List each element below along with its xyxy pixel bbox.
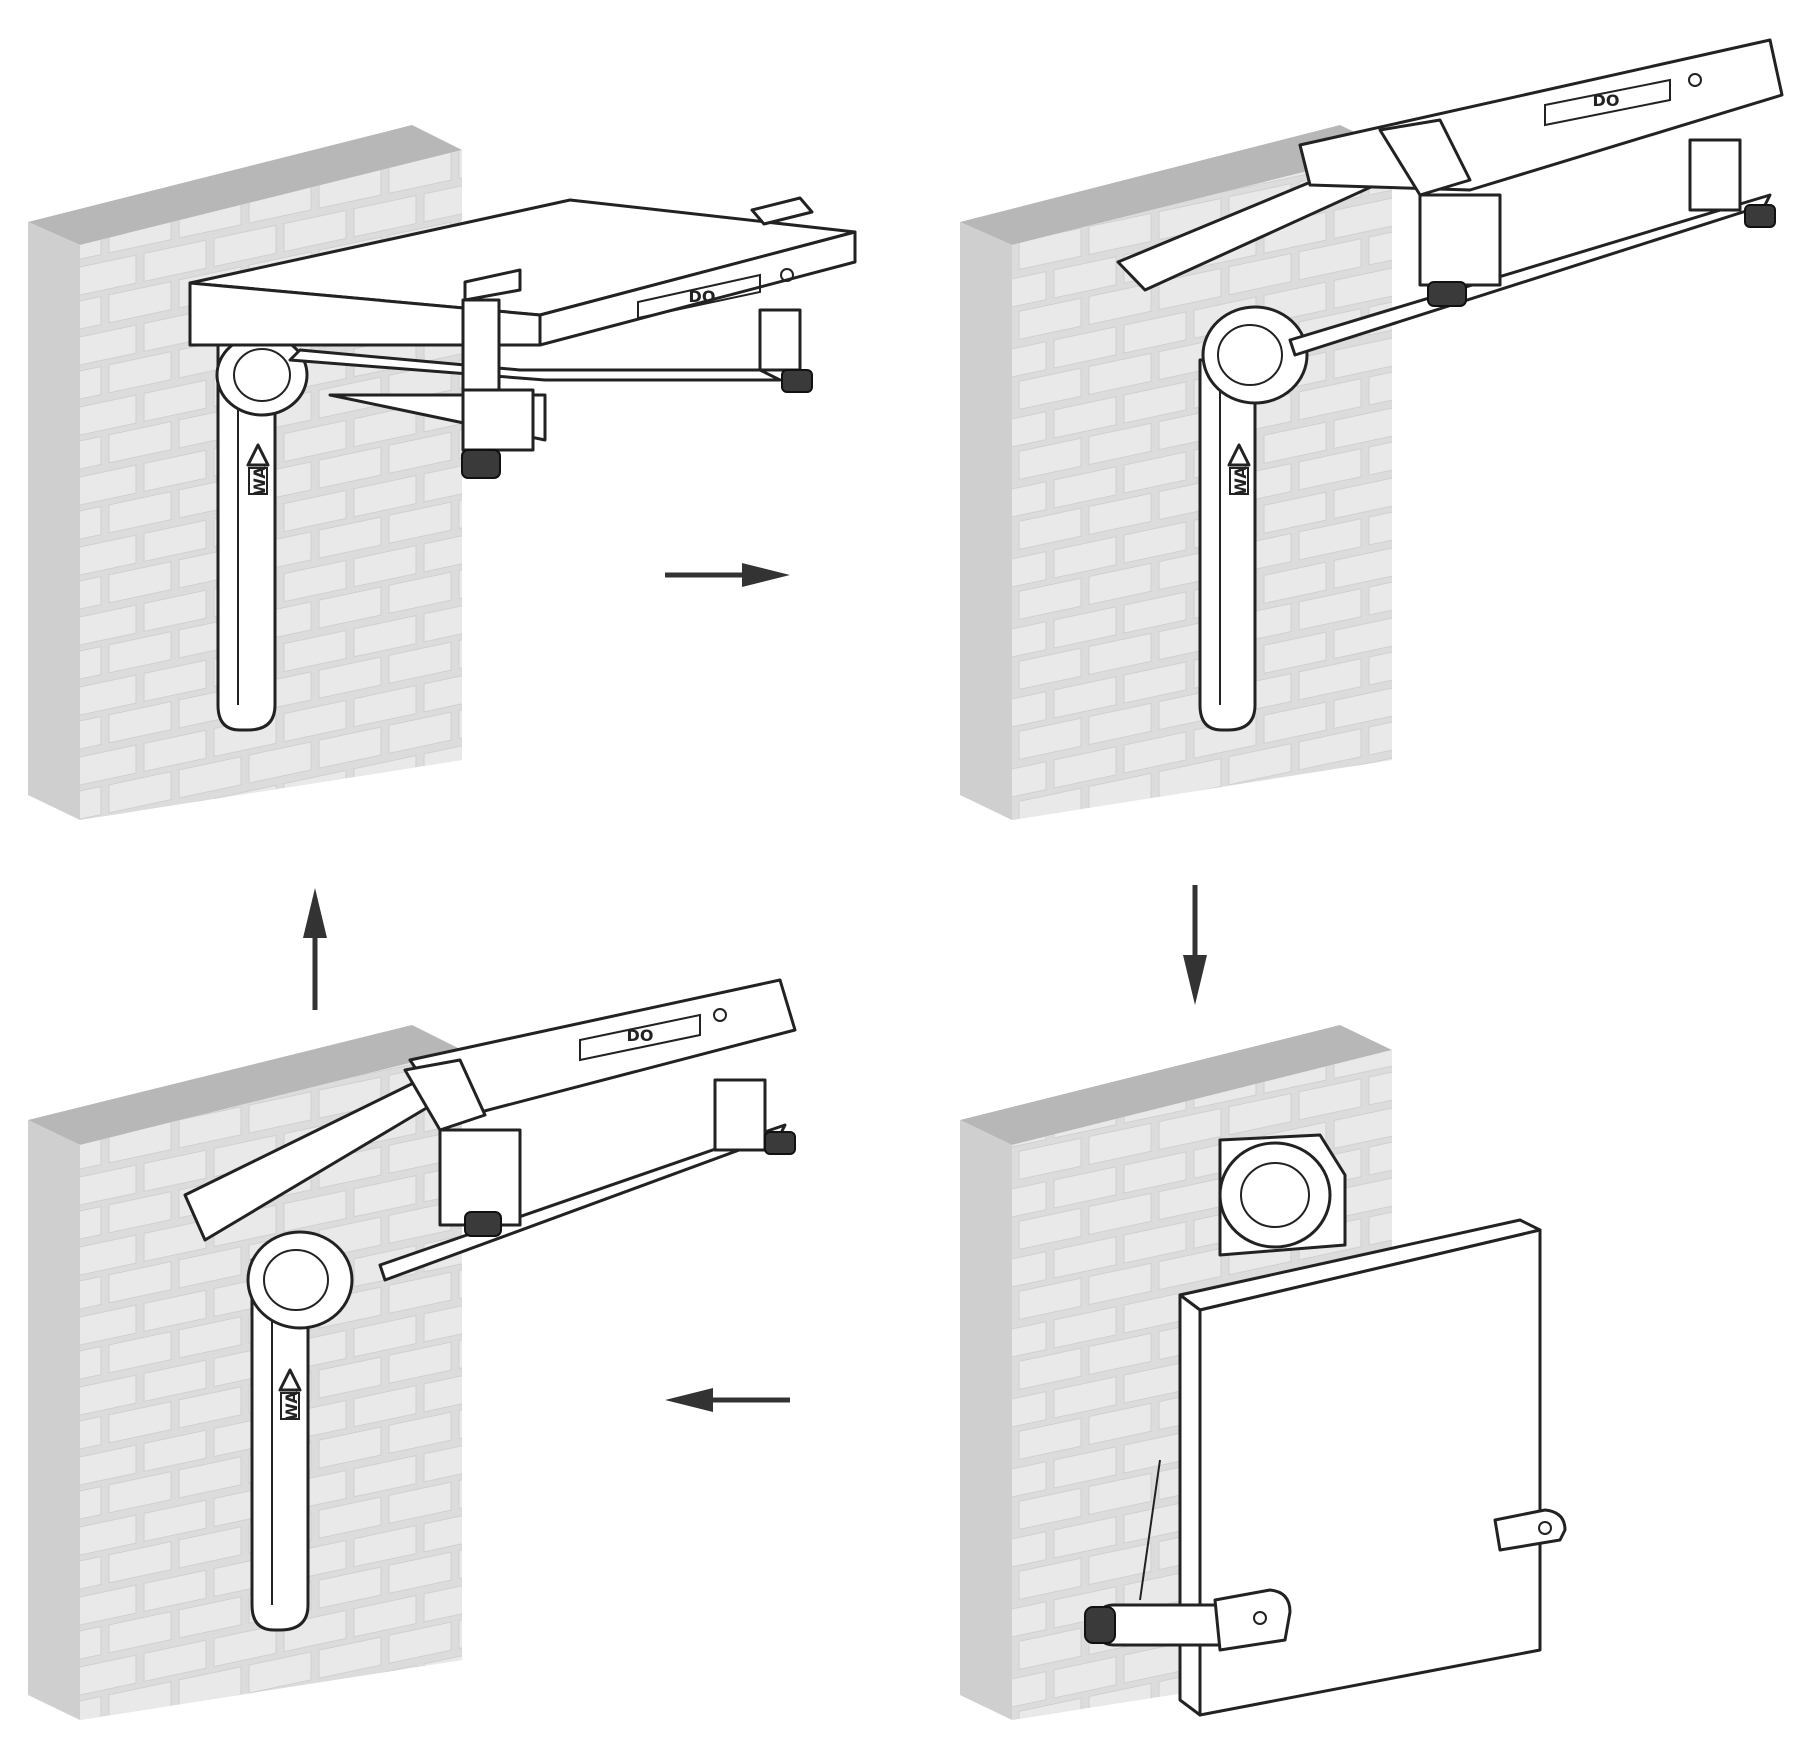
slot-label-plate: DO <box>579 1013 701 1062</box>
rear-clamp <box>750 196 814 393</box>
panel-2: WA DO <box>960 38 1784 820</box>
brick-wall <box>960 125 1392 820</box>
hinge-joint <box>1201 305 1309 405</box>
arrow-down <box>1183 885 1207 1005</box>
mounting-tab <box>1493 1508 1567 1552</box>
arrow-marking-icon: WA <box>246 443 270 496</box>
shelf-platform: DO <box>183 978 797 1282</box>
folded-shelf <box>1178 1218 1542 1717</box>
panel-3: WA DO <box>28 978 797 1720</box>
arrow-marking-icon: WA <box>1227 443 1251 496</box>
arrow-right <box>665 563 790 587</box>
brick-wall <box>28 1025 462 1720</box>
arrow-marking-icon: WA <box>278 1368 302 1421</box>
arrow-left <box>665 1388 790 1412</box>
leg-marking: WA <box>250 466 269 496</box>
shelf-platform: DO <box>188 198 857 347</box>
front-clamp <box>1378 118 1502 307</box>
leg-marking: WA <box>282 1391 301 1421</box>
front-clamp <box>461 268 535 479</box>
adjustment-knob-icon <box>1744 204 1776 228</box>
hinge-joint <box>215 333 309 417</box>
slot-label-plate: DO <box>1544 78 1671 127</box>
slot-label: DO <box>1593 91 1620 110</box>
slot-label: DO <box>627 1026 654 1045</box>
front-clamp <box>403 1058 522 1237</box>
adjustment-knob-icon <box>464 1211 502 1237</box>
rear-clamp <box>1688 138 1776 228</box>
adjustment-knob-icon <box>781 369 813 393</box>
panel-1: WA DO <box>28 125 857 820</box>
wall-leg: WA <box>216 343 277 732</box>
slot-label-plate: DO <box>637 273 761 320</box>
adjustment-knob-icon <box>1084 1606 1116 1644</box>
hinge-joint <box>246 1230 354 1330</box>
adjustment-knob-icon <box>1427 281 1467 307</box>
bottom-rod <box>1084 1588 1292 1652</box>
arrow-up <box>303 888 327 1010</box>
leg-marking: WA <box>1231 466 1250 496</box>
adjustment-knob-icon <box>764 1131 796 1155</box>
hinge-joint <box>1218 1133 1347 1257</box>
slot-label: DO <box>689 287 716 306</box>
wall-leg: WA <box>250 1258 310 1632</box>
rear-clamp <box>713 1078 796 1155</box>
wall-leg: WA <box>1198 358 1257 732</box>
adjustment-knob-icon <box>461 449 501 479</box>
panel-4 <box>960 1025 1567 1720</box>
